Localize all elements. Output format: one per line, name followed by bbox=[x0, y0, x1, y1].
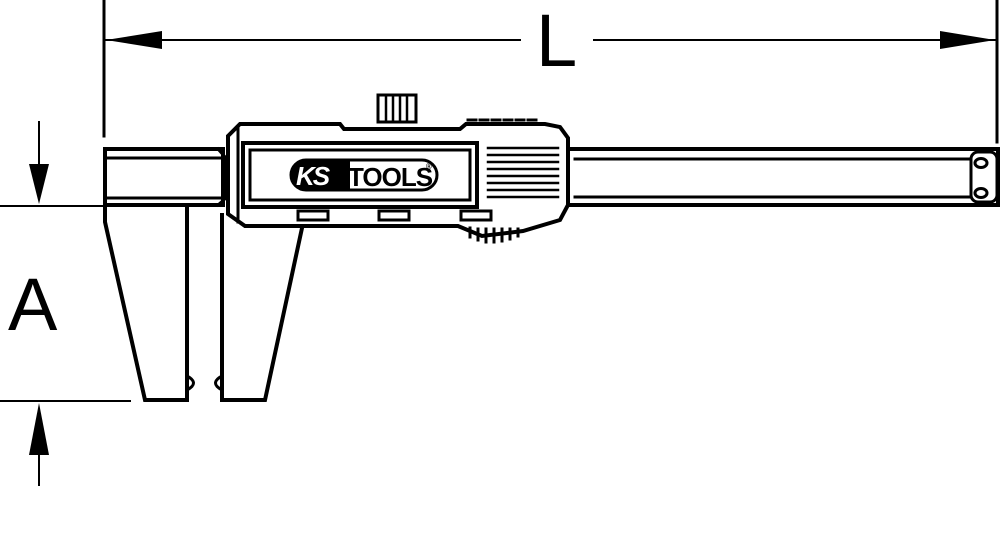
brand-logo: KS TOOLS ® bbox=[290, 158, 438, 192]
registered-mark: ® bbox=[426, 162, 432, 171]
dimension-label-jaw-depth: A bbox=[8, 263, 58, 346]
brand-name: TOOLS bbox=[348, 162, 433, 192]
arrowhead-up bbox=[29, 403, 49, 455]
arrowhead-right bbox=[940, 31, 995, 49]
arrowhead-left bbox=[106, 31, 162, 49]
arrowhead-down bbox=[29, 164, 49, 204]
dimension-label-length: L bbox=[536, 0, 578, 82]
brand-prefix: KS bbox=[296, 161, 330, 191]
